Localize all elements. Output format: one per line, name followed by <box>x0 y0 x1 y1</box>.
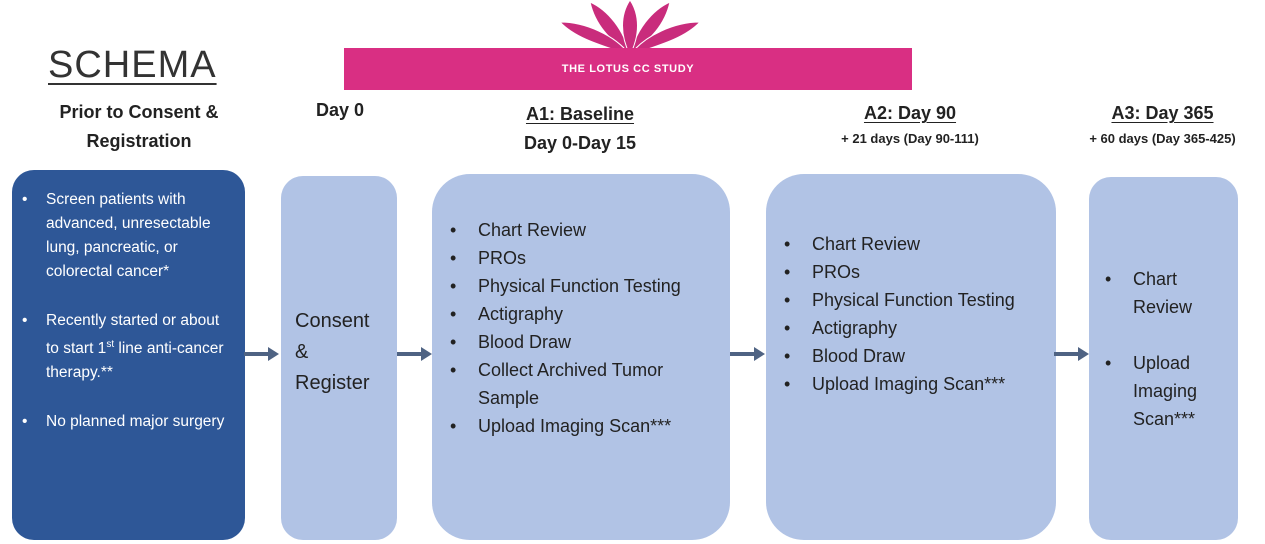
a2-item: Upload Imaging Scan*** <box>774 370 1044 398</box>
arrow-right-icon <box>244 347 279 361</box>
a3-list: Chart Review Upload Imaging Scan*** <box>1095 265 1235 433</box>
a2-list: Chart Review PROs Physical Function Test… <box>774 230 1044 398</box>
consent-line: & <box>295 341 309 363</box>
a2-box: Chart Review PROs Physical Function Test… <box>766 174 1056 540</box>
a1-list: Chart Review PROs Physical Function Test… <box>440 216 720 440</box>
arrow-right-icon <box>730 347 765 361</box>
a3-header: A3: Day 365 + 60 days (Day 365-425) <box>1065 100 1260 152</box>
a2-title: A2: Day 90 <box>863 103 957 123</box>
a2-subtitle: + 21 days (Day 90-111) <box>841 131 979 146</box>
a1-item: PROs <box>440 244 720 272</box>
a1-item: Collect Archived Tumor Sample <box>440 356 720 412</box>
study-banner <box>344 48 912 90</box>
study-banner-text: THE LOTUS CC STUDY <box>561 63 695 75</box>
a2-item: Chart Review <box>774 230 1044 258</box>
screening-item: No planned major surgery <box>12 410 233 434</box>
prior-header-line1: Prior to Consent & <box>59 102 219 122</box>
a2-item: PROs <box>774 258 1044 286</box>
consent-line: Register <box>295 372 370 394</box>
consent-text: Consent & Register <box>295 306 370 399</box>
a1-box: Chart Review PROs Physical Function Test… <box>432 174 730 540</box>
a1-item: Physical Function Testing <box>440 272 720 300</box>
a3-title: A3: Day 365 <box>1111 103 1214 123</box>
a2-header: A2: Day 90 + 21 days (Day 90-111) <box>800 100 1020 152</box>
consent-box: Consent & Register <box>281 176 397 540</box>
prior-header-line2: Registration <box>86 131 192 151</box>
a1-header: A1: Baseline Day 0-Day 15 <box>470 100 690 158</box>
a2-item: Physical Function Testing <box>774 286 1044 314</box>
a3-item: Chart Review <box>1095 265 1235 321</box>
screening-item: Recently started or about to start 1st l… <box>12 309 233 385</box>
a3-subtitle: + 60 days (Day 365-425) <box>1089 131 1236 146</box>
day0-header: Day 0 <box>315 100 365 120</box>
a1-subtitle: Day 0-Day 15 <box>523 133 637 153</box>
a1-item: Upload Imaging Scan*** <box>440 412 720 440</box>
prior-header: Prior to Consent & Registration <box>30 98 248 156</box>
schema-title: SCHEMA <box>48 44 217 86</box>
a2-item: Blood Draw <box>774 342 1044 370</box>
consent-line: Consent <box>295 310 370 332</box>
a3-box: Chart Review Upload Imaging Scan*** <box>1089 177 1238 540</box>
screening-item: Screen patients with advanced, unresecta… <box>12 188 233 284</box>
a1-item: Chart Review <box>440 216 720 244</box>
lotus-logo-icon <box>558 0 702 57</box>
a3-item: Upload Imaging Scan*** <box>1095 349 1235 433</box>
screening-list: Screen patients with advanced, unresecta… <box>12 170 245 434</box>
screening-box: Screen patients with advanced, unresecta… <box>12 170 245 540</box>
a1-title: A1: Baseline <box>525 104 635 124</box>
a1-item: Blood Draw <box>440 328 720 356</box>
arrow-right-icon <box>1054 347 1089 361</box>
arrow-right-icon <box>397 347 432 361</box>
a2-item: Actigraphy <box>774 314 1044 342</box>
a1-item: Actigraphy <box>440 300 720 328</box>
